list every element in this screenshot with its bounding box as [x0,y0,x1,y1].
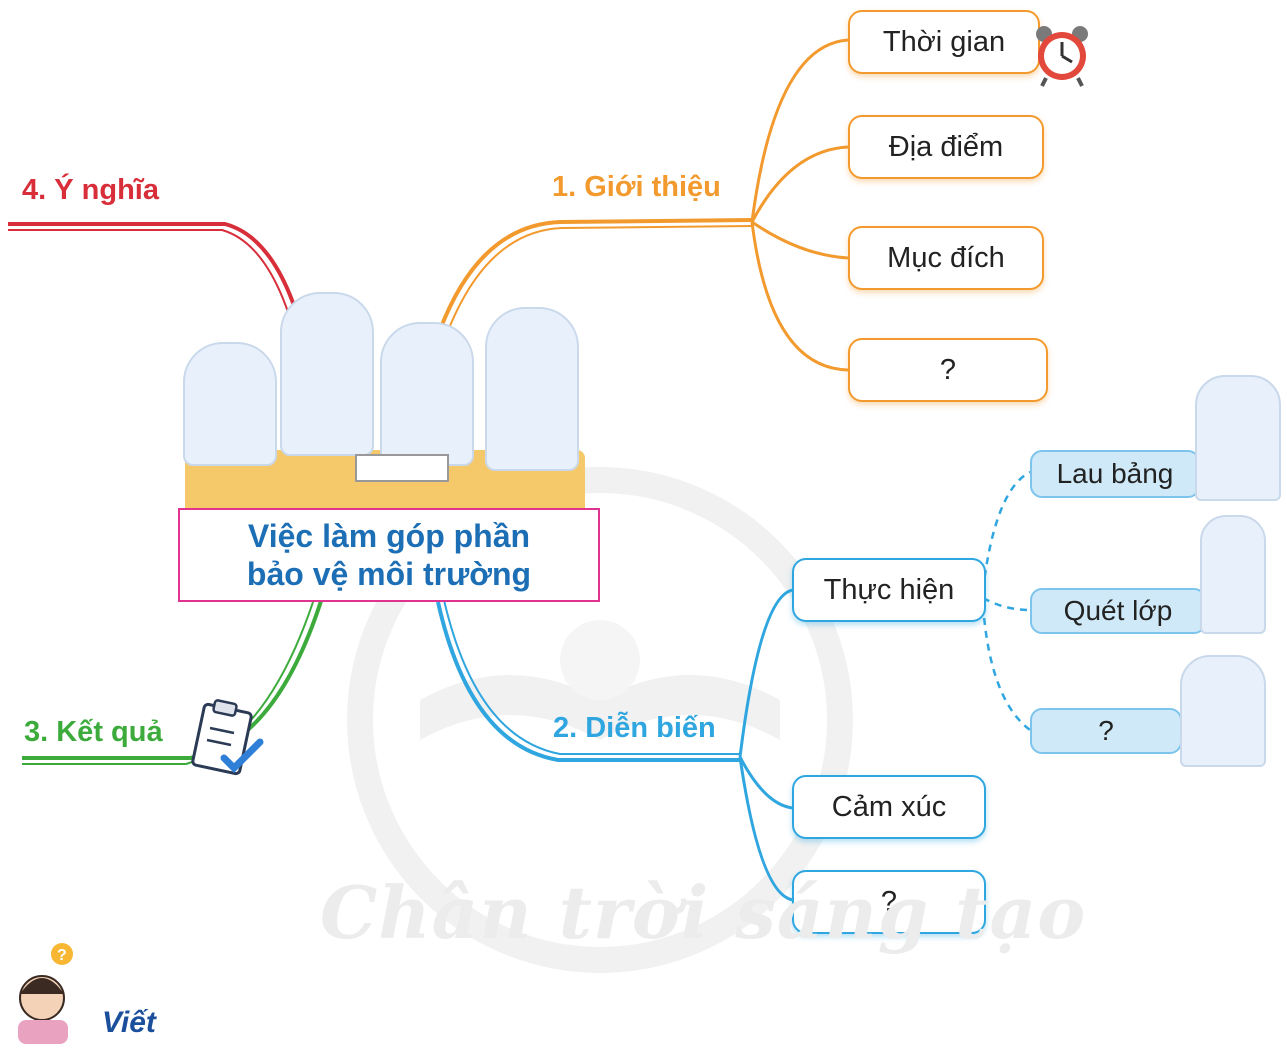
intro-time-box: Thời gian [848,10,1040,74]
open-book [355,454,449,482]
intro-time-text: Thời gian [882,25,1006,58]
intro-place-box: Địa điểm [848,115,1044,179]
student-girl-left [183,342,277,466]
intro-sub-connectors [750,38,849,372]
footer-viet-label: Viết [102,1006,156,1039]
intro-unknown-text: ? [939,353,957,386]
branch-meaning-label: 4. Ý nghĩa [22,174,159,206]
progress-perform-box: Thực hiện [792,558,986,622]
student-boy-left [280,292,374,456]
progress-perform-text: Thực hiện [823,573,955,606]
branch-progress-label: 2. Diễn biến [553,712,716,744]
perform-sweep-class-box: Quét lớp [1030,588,1206,634]
student-writing [1180,655,1266,767]
perform-wipe-board-box: Lau bảng [1030,450,1200,498]
progress-connector-inner [443,599,740,755]
branch-intro-label: 1. Giới thiệu [552,171,721,203]
perform-sweep-class-text: Quét lớp [1063,595,1173,626]
intro-purpose-text: Mục đích [887,241,1005,274]
progress-feelings-box: Cảm xúc [792,775,986,839]
svg-text:?: ? [57,947,67,964]
clipboard-check-icon [191,699,264,776]
intro-connector-inner [445,225,753,337]
student-boy-right [380,322,474,466]
perform-unknown-box: ? [1030,708,1182,754]
progress-sub-connectors [738,588,794,902]
intro-purpose-box: Mục đích [848,226,1044,290]
watermark-logo [347,467,853,973]
student-wiping-board [1195,375,1281,501]
intro-unknown-box: ? [848,338,1048,402]
center-topic-box: Việc làm góp phần bảo vệ môi trường [178,508,600,602]
center-topic-line2: bảo vệ môi trường [246,556,532,592]
student-girl-right [485,307,579,471]
progress-feelings-text: Cảm xúc [831,790,947,823]
student-sweeping [1200,515,1266,634]
progress-connector [436,601,740,762]
branch-result-label: 3. Kết quả [24,716,163,748]
watermark-text: Chân trời sáng tạo [320,870,1087,955]
progress-unknown-text: ? [880,885,898,918]
intro-connector [438,218,753,331]
perform-wipe-board-text: Lau bảng [1056,458,1174,489]
perform-dashed-connectors [981,470,1031,731]
alarm-clock-icon [1036,26,1088,87]
center-topic-line1: Việc làm góp phần [247,518,531,554]
progress-unknown-box: ? [792,870,986,934]
perform-unknown-text: ? [1098,715,1114,746]
students-illustration [175,282,595,510]
thinking-girl-icon: ? [18,943,73,1044]
intro-place-text: Địa điểm [888,130,1004,163]
